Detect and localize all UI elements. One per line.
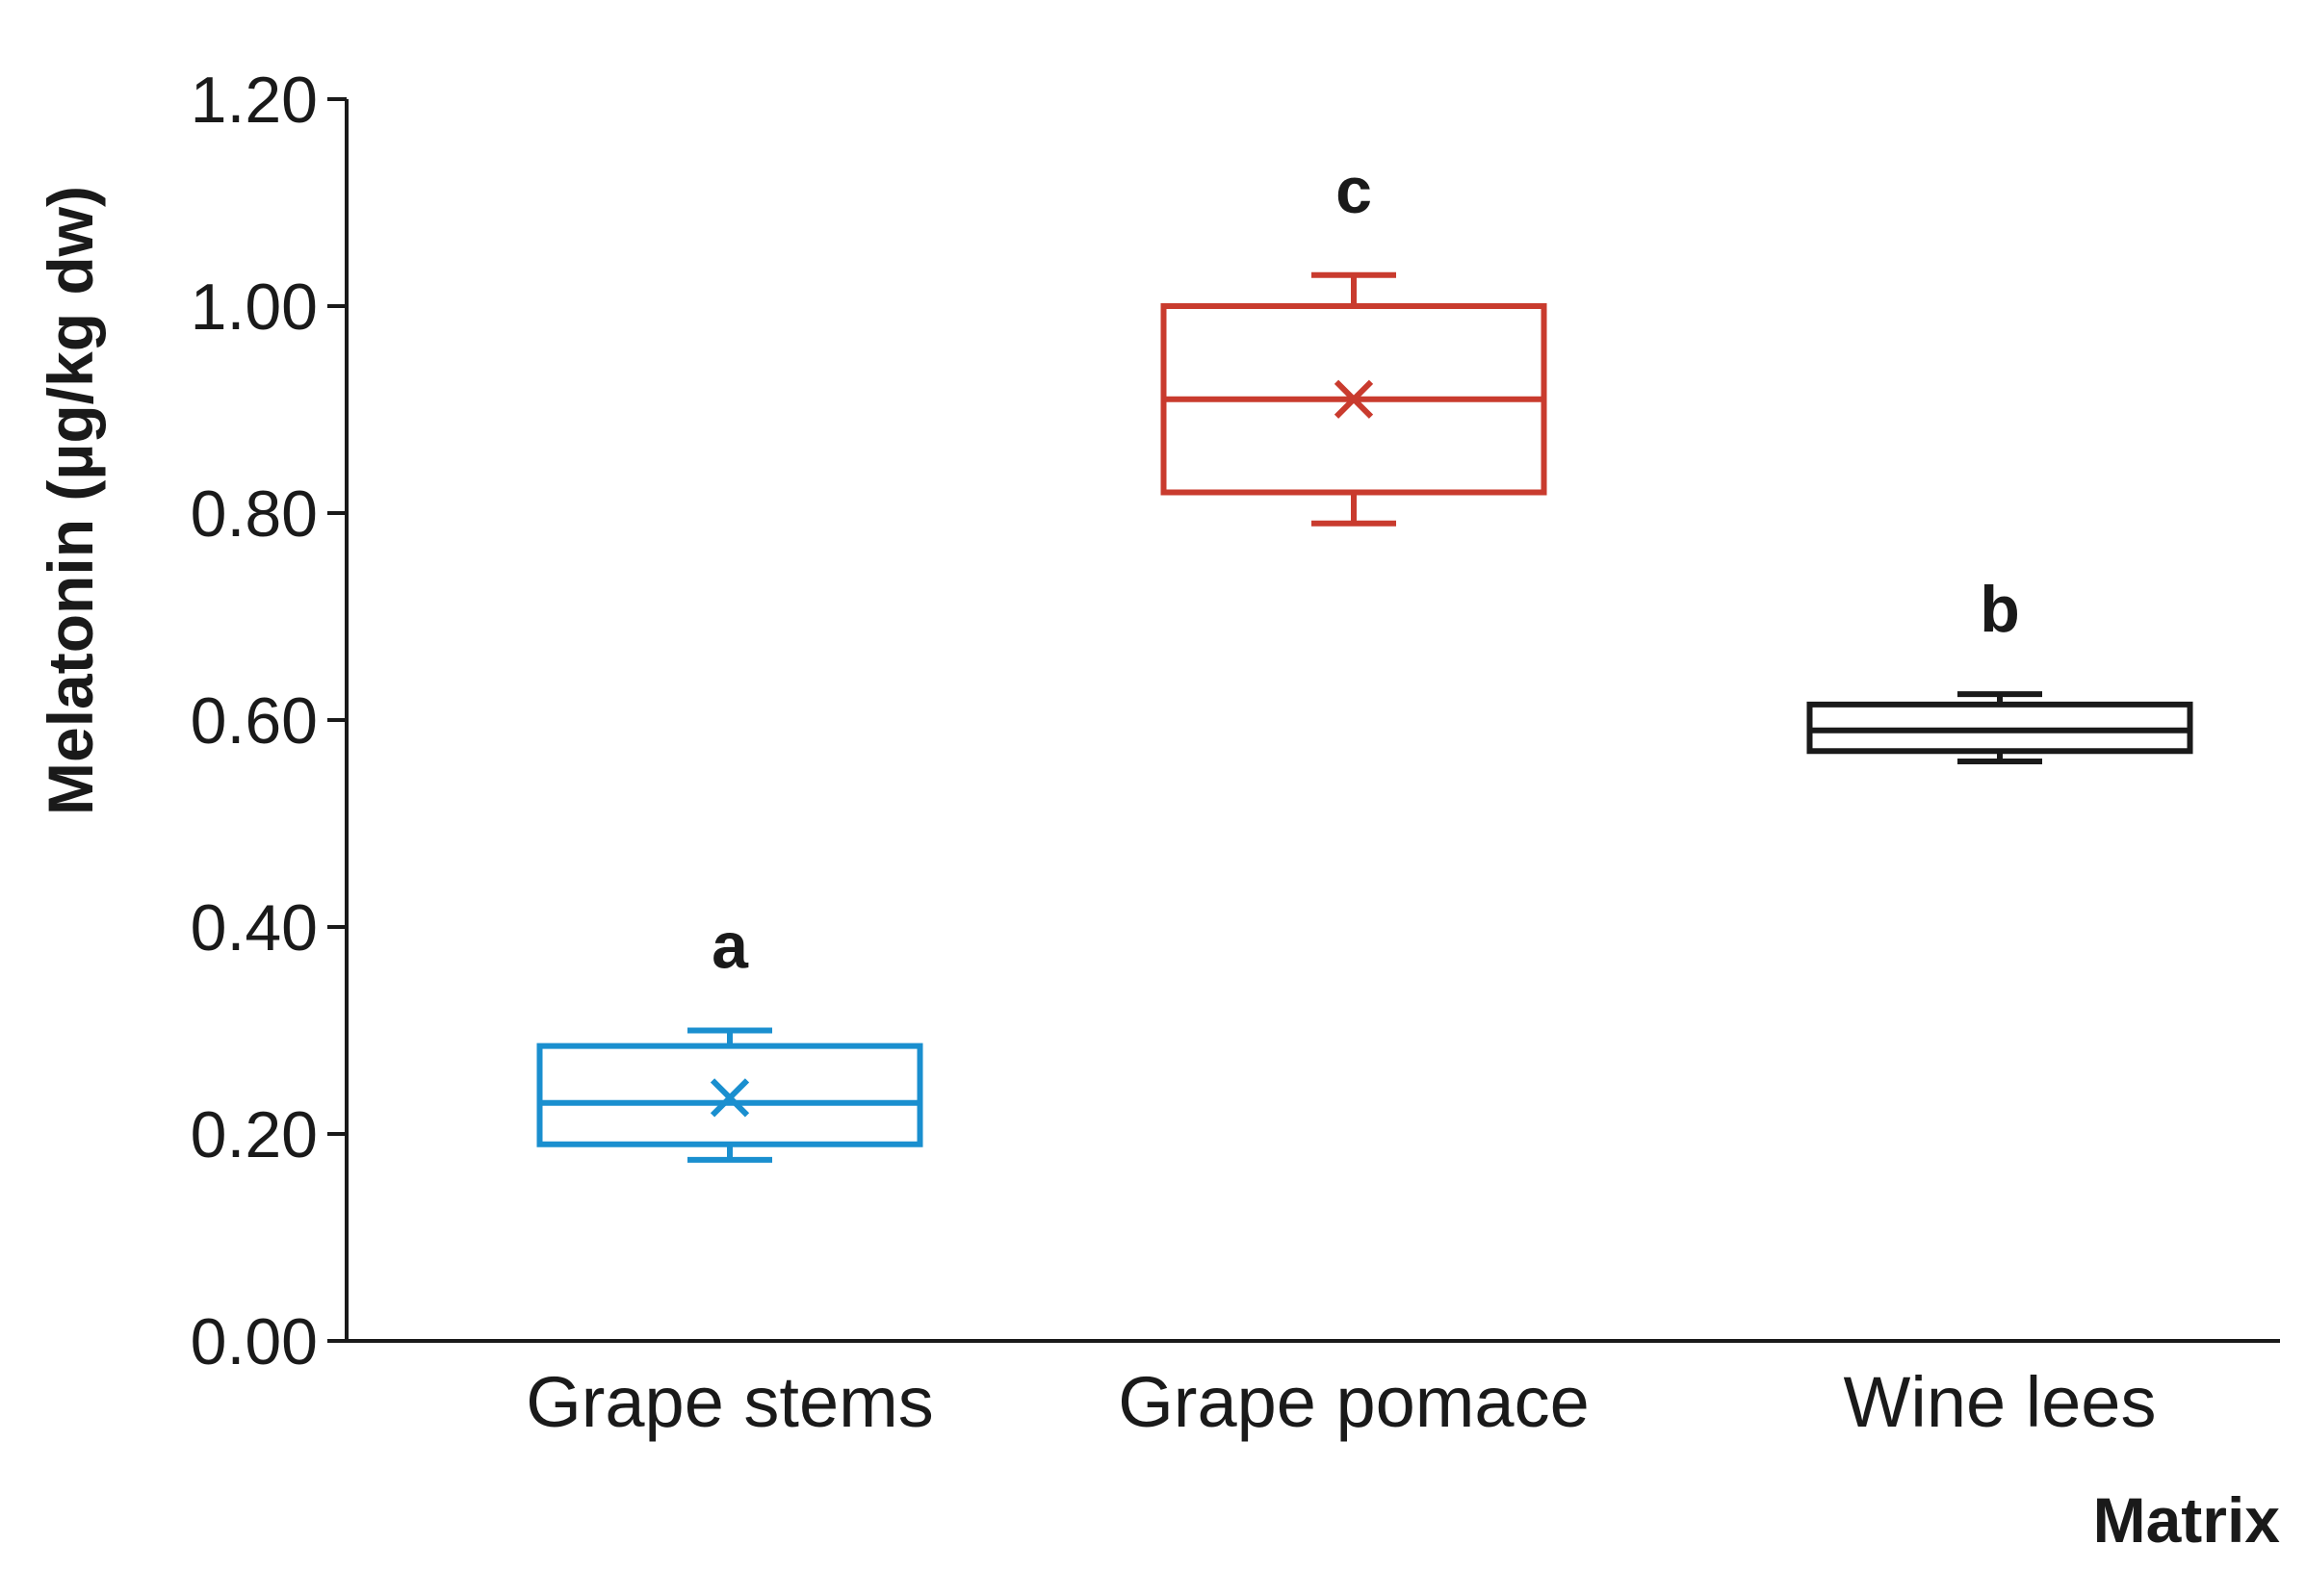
y-tick-label: 0.40 bbox=[191, 891, 318, 965]
x-axis: Grape stems Grape pomace Wine lees bbox=[347, 1339, 2280, 1442]
x-tick-label: Wine lees bbox=[1844, 1362, 2157, 1442]
box-series: a c b bbox=[536, 154, 2193, 1163]
y-axis: 0.00 0.20 0.40 0.60 0.80 1.00 1.20 bbox=[191, 64, 349, 1378]
significance-label: c bbox=[1335, 154, 1372, 227]
box-wine-lees: b bbox=[1806, 573, 2193, 764]
y-tick-label: 0.80 bbox=[191, 477, 318, 551]
y-tick-label: 0.20 bbox=[191, 1098, 318, 1171]
mean-marker bbox=[1334, 379, 1374, 419]
y-axis-title: Melatonin (µg/kg dw) bbox=[35, 186, 106, 815]
significance-label: a bbox=[712, 910, 749, 983]
box-grape-stems: a bbox=[536, 910, 923, 1163]
x-axis-title: Matrix bbox=[2093, 1484, 2281, 1556]
x-tick-label: Grape pomace bbox=[1118, 1362, 1590, 1442]
y-tick-label: 0.60 bbox=[191, 684, 318, 758]
y-tick-label: 1.00 bbox=[191, 270, 318, 344]
x-tick-label: Grape stems bbox=[526, 1362, 934, 1442]
y-tick-label: 1.20 bbox=[191, 64, 318, 137]
box-grape-pomace: c bbox=[1160, 154, 1547, 527]
significance-label: b bbox=[1980, 573, 2020, 646]
y-tick-label: 0.00 bbox=[191, 1305, 318, 1378]
mean-marker bbox=[710, 1078, 750, 1118]
